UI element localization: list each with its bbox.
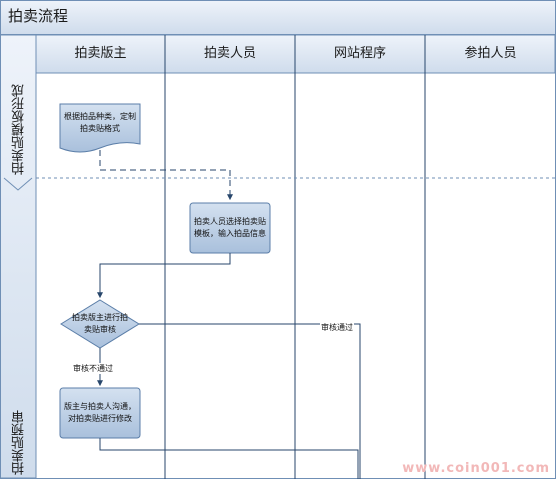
phase-divider-chevron — [3, 177, 33, 191]
edge-label-pass: 审核通过 — [320, 322, 354, 333]
phase-label-prereview: 拍卖贴预审 — [12, 410, 27, 475]
lane-header-website: 网站程序 — [333, 46, 386, 61]
node-enter-info-text: 拍卖人员选择拍卖贴模板，输入拍品信息 — [194, 217, 266, 238]
node-define-template-shape — [59, 103, 141, 153]
edge-revise-loop — [99, 438, 359, 479]
lane-header-seller: 拍卖人员 — [203, 46, 256, 61]
phase-label-template: 拍卖贴模板形成 — [12, 84, 27, 175]
lane-header-moderator: 拍卖版主 — [74, 46, 127, 61]
edge-template-to-input — [99, 150, 233, 201]
diagram-title: 拍卖流程 — [8, 7, 69, 25]
node-revise-text: 版主与拍卖人沟通，对拍卖贴进行修改 — [64, 402, 136, 423]
lane-header-bidder: 参拍人员 — [464, 46, 517, 61]
phase-column — [0, 34, 37, 479]
watermark: www.coin001.com — [402, 461, 550, 476]
node-define-template-text: 根据拍品种类，定制拍卖贴格式 — [64, 112, 136, 133]
edge-input-to-review — [97, 253, 231, 299]
title-bar — [0, 0, 556, 35]
edge-label-fail: 审核不通过 — [72, 363, 114, 374]
node-review-decision-text: 拍卖版主进行拍卖贴审核 — [72, 313, 128, 334]
edge-review-pass — [139, 323, 361, 479]
